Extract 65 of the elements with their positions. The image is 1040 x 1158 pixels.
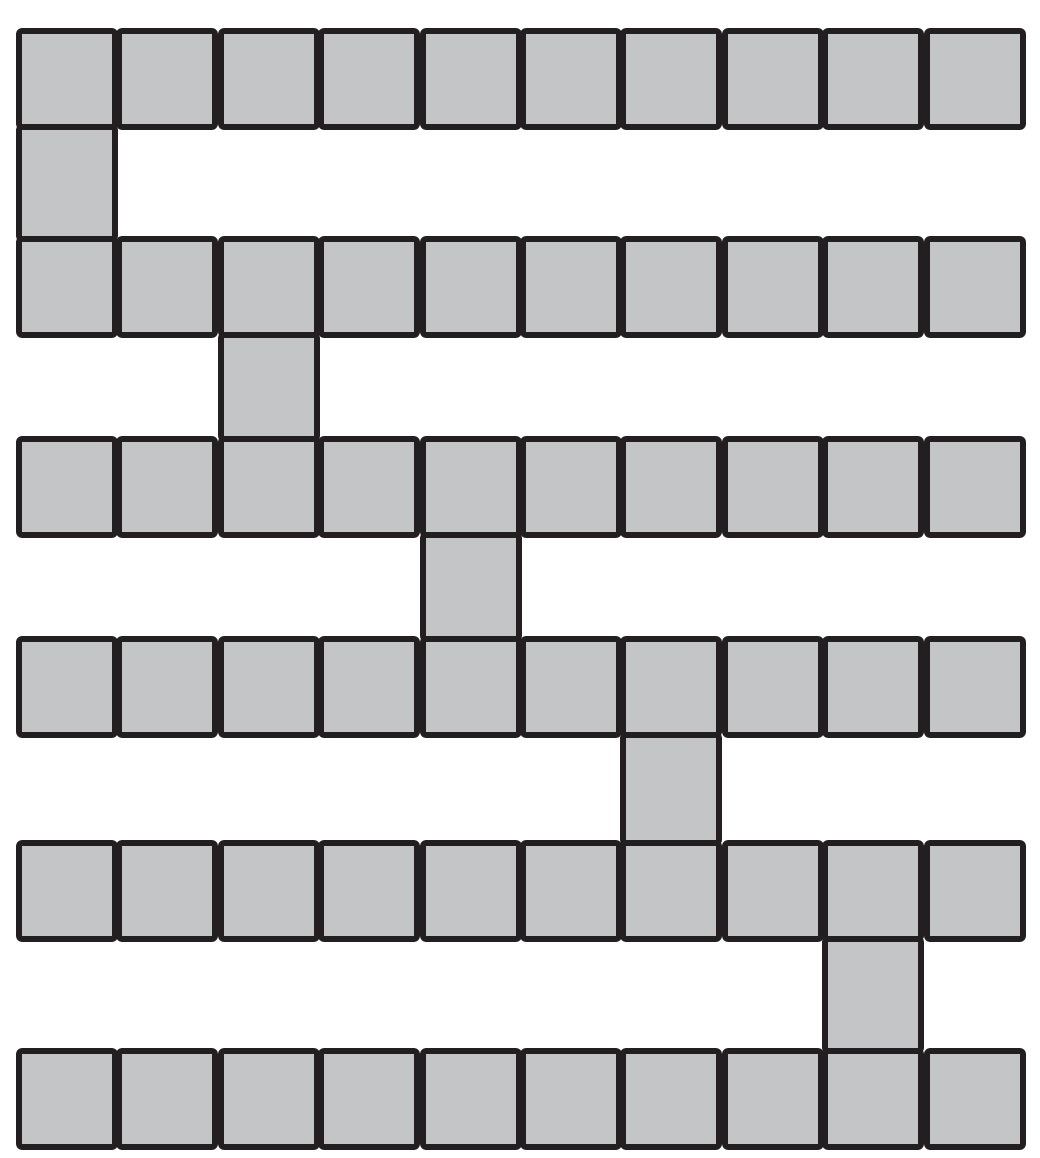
square-tile: [217, 436, 320, 538]
square-tile: [620, 732, 723, 846]
square-tile: [217, 236, 320, 338]
square-tile: [620, 236, 723, 338]
square-tile: [116, 436, 219, 538]
square-tile: [318, 636, 421, 738]
square-tile: [923, 28, 1026, 130]
square-tile: [620, 436, 723, 538]
square-tile: [419, 236, 522, 338]
square-tile: [419, 532, 522, 642]
square-tile: [721, 1048, 824, 1150]
square-tile: [822, 236, 925, 338]
square-tile: [923, 840, 1026, 942]
square-tile: [16, 840, 118, 942]
square-tile: [620, 1048, 723, 1150]
square-tile: [318, 840, 421, 942]
square-tile: [923, 1048, 1026, 1150]
square-tile: [822, 436, 925, 538]
square-tile: [721, 236, 824, 338]
square-tile: [318, 1048, 421, 1150]
square-tile: [16, 1048, 118, 1150]
square-tile: [116, 236, 219, 338]
square-tile: [721, 28, 824, 130]
square-tile: [520, 236, 622, 338]
square-tile: [620, 636, 723, 738]
square-tile: [520, 1048, 622, 1150]
square-tile: [16, 28, 118, 130]
square-tile: [217, 28, 320, 130]
square-tile: [620, 840, 723, 942]
square-tile: [822, 840, 925, 942]
square-tile: [923, 636, 1026, 738]
square-tile: [318, 436, 421, 538]
square-tile: [520, 436, 622, 538]
square-tile: [217, 1048, 320, 1150]
square-tile: [419, 28, 522, 130]
square-tile: [217, 332, 320, 442]
square-tile: [116, 636, 219, 738]
square-tile: [520, 636, 622, 738]
square-tile: [217, 636, 320, 738]
square-tile: [419, 636, 522, 738]
square-tile: [520, 840, 622, 942]
square-tile: [217, 840, 320, 942]
square-tile: [721, 636, 824, 738]
square-tile: [16, 236, 118, 338]
square-tile: [620, 28, 723, 130]
square-tile: [822, 636, 925, 738]
square-tile: [16, 636, 118, 738]
square-tile: [721, 436, 824, 538]
square-tile: [419, 1048, 522, 1150]
square-tile: [822, 936, 925, 1054]
square-tile: [116, 1048, 219, 1150]
square-tile: [16, 124, 118, 242]
square-tile: [16, 436, 118, 538]
square-tile: [116, 840, 219, 942]
square-tile: [116, 28, 219, 130]
square-tile: [318, 28, 421, 130]
square-tile: [822, 1048, 925, 1150]
square-tile: [520, 28, 622, 130]
square-tile: [822, 28, 925, 130]
square-tile: [419, 840, 522, 942]
square-tile: [923, 436, 1026, 538]
square-tile: [419, 436, 522, 538]
square-tile: [318, 236, 421, 338]
square-tile: [721, 840, 824, 942]
square-tile: [923, 236, 1026, 338]
